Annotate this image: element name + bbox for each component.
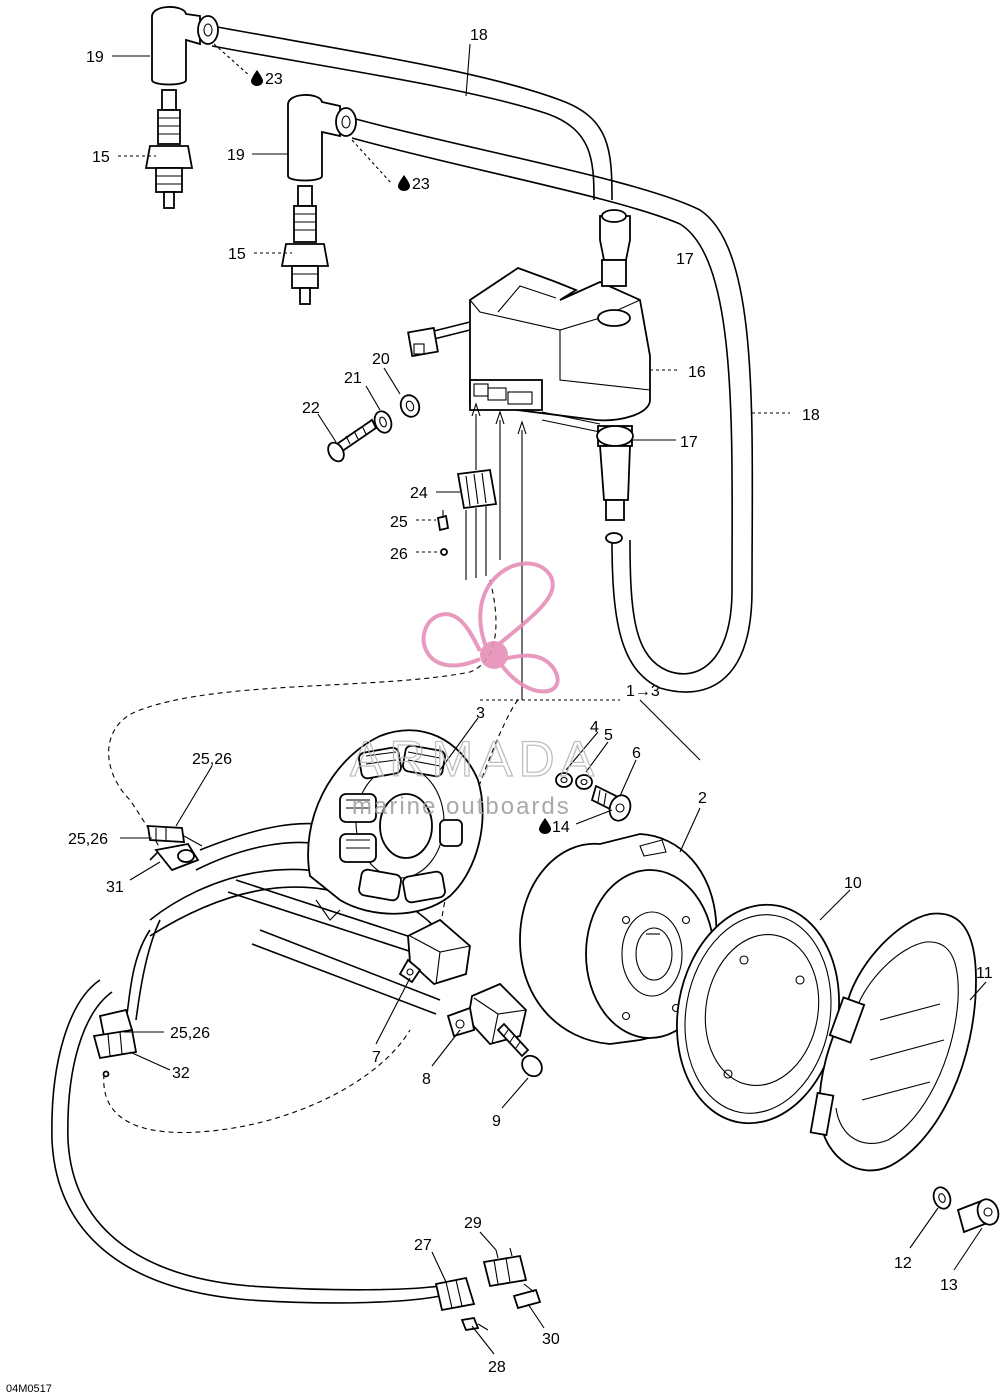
label-27: 27 (414, 1237, 432, 1254)
label-25-26-b: 25,26 (68, 831, 108, 848)
label-18-lower: 18 (802, 407, 820, 424)
label-19-upper: 19 (86, 49, 104, 66)
main-wiring-harness (51, 822, 441, 1304)
label-8: 8 (422, 1071, 431, 1088)
screw-13 (956, 1198, 1000, 1234)
watermark-tagline: marine outboards (352, 793, 571, 820)
label-2: 2 (698, 790, 707, 807)
label-32: 32 (172, 1065, 190, 1082)
ignition-cable-upper (211, 25, 613, 201)
label-19-lower: 19 (227, 147, 245, 164)
lock-washer-21 (373, 410, 393, 434)
washer-12 (932, 1186, 952, 1210)
label-29: 29 (464, 1215, 482, 1232)
regulator-7 (398, 918, 471, 986)
label-31: 31 (106, 879, 124, 896)
watermark-brand: ARMADA (350, 731, 600, 787)
label-15-lower: 15 (228, 246, 246, 263)
cover-11 (809, 912, 977, 1172)
spark-plug-cap-upper (151, 6, 219, 86)
flywheel (519, 833, 718, 1045)
armada-watermark: ARMADA marine outboards (349, 561, 600, 820)
connector-27 (434, 1276, 476, 1312)
label-3: 3 (476, 705, 485, 722)
propeller-logo-icon (421, 561, 560, 694)
connector-31 (149, 843, 200, 872)
connector-housing-24 (456, 469, 498, 580)
label-14: 14 (552, 819, 570, 836)
screw-9 (496, 1022, 543, 1078)
leader-lines (112, 43, 987, 1355)
label-26: 26 (390, 546, 408, 563)
connector-32 (92, 1008, 138, 1078)
label-12: 12 (894, 1255, 912, 1272)
label-17-lower: 17 (680, 434, 698, 451)
screw-6 (590, 784, 632, 822)
cable-boot-lower (596, 425, 634, 544)
cable-boot-upper (597, 209, 631, 327)
label-7: 7 (372, 1049, 381, 1066)
label-21: 21 (344, 370, 362, 387)
terminal-28 (460, 1316, 489, 1332)
label-11: 11 (976, 965, 993, 982)
terminal-30 (512, 1283, 542, 1310)
connector-upper-left (146, 825, 203, 847)
seal-26 (440, 548, 448, 556)
spark-plug-lower (280, 185, 330, 305)
screw-22 (327, 418, 378, 463)
connector-29 (482, 1247, 528, 1288)
label-9: 9 (492, 1113, 501, 1130)
label-16: 16 (688, 364, 706, 381)
terminal-25 (436, 510, 450, 532)
label-23-lower: 23 (412, 176, 430, 193)
label-13: 13 (940, 1277, 958, 1294)
label-20: 20 (372, 351, 390, 368)
label-24: 24 (410, 485, 428, 502)
lubricant-drop-icon (251, 70, 551, 834)
label-23-upper: 23 (265, 71, 283, 88)
ignition-coil (407, 266, 651, 433)
label-4: 4 (590, 719, 599, 736)
trigger-coil-8 (446, 982, 527, 1046)
label-5: 5 (604, 727, 613, 744)
label-6: 6 (632, 745, 641, 762)
drawing-code: 04M0517 (6, 1383, 52, 1395)
label-15-upper: 15 (92, 149, 110, 166)
label-17-upper: 17 (676, 251, 694, 268)
label-30: 30 (542, 1331, 560, 1348)
spark-plug-upper (144, 89, 194, 209)
ignition-cable-lower (351, 117, 754, 693)
label-10: 10 (844, 875, 862, 892)
label-25: 25 (390, 514, 408, 531)
stator (307, 729, 484, 921)
spark-plug-cap-lower (287, 94, 357, 182)
washer-5 (575, 774, 593, 790)
callout-labels: 19 23 18 15 19 23 15 17 16 18 17 20 21 2… (6, 27, 993, 1395)
label-25-26-a: 25,26 (192, 751, 232, 768)
label-25-26-c: 25,26 (170, 1025, 210, 1042)
label-28: 28 (488, 1359, 506, 1376)
washer-4 (555, 772, 573, 788)
flat-washer-20 (399, 394, 421, 418)
label-1-to-3: 1→3 (626, 683, 660, 700)
label-18-upper: 18 (470, 27, 488, 44)
label-22: 22 (302, 400, 320, 417)
